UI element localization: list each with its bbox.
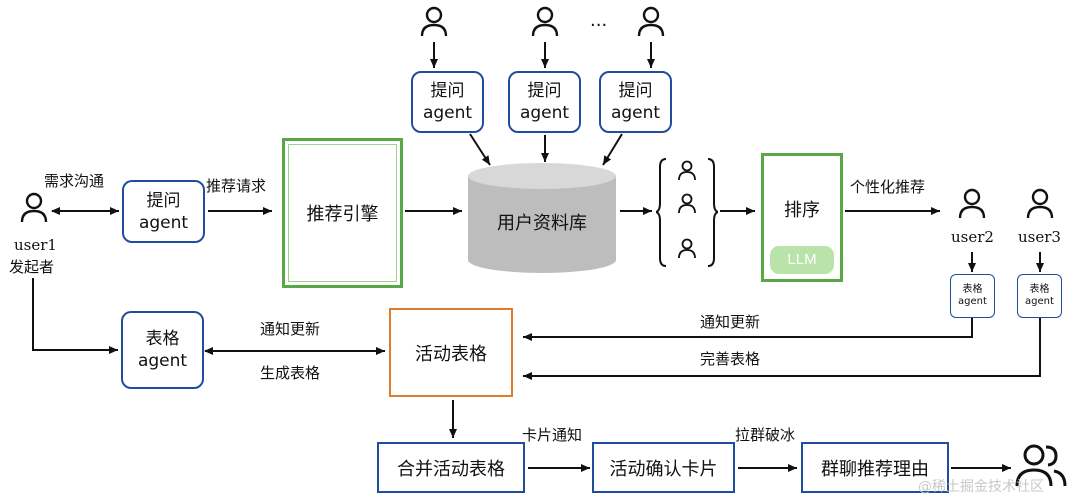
candidate-users-icon (656, 158, 718, 267)
watermark-text: @稀土掘金技术社区 (918, 479, 1044, 495)
ask-agent-left[interactable]: 提问 agent (122, 180, 205, 243)
top-user-1-person-icon (420, 6, 448, 37)
ask-agent-top-3[interactable]: 提问 agent (599, 71, 672, 133)
user2-name: user2 (951, 228, 994, 246)
table-agent-user3-label: 表格 agent (1025, 284, 1054, 307)
table-agent-user2-label: 表格 agent (958, 284, 987, 307)
recommend-engine-inner-border (288, 144, 397, 282)
user-database-cylinder (468, 163, 616, 273)
user1-role: 发起者 (9, 258, 55, 276)
merge-table-box[interactable]: 合并活动表格 (377, 442, 525, 493)
recommend-engine-label: 推荐引擎 (306, 204, 379, 225)
arrow-tableagent2-activity (523, 318, 973, 341)
table-agent-left[interactable]: 表格 agent (121, 311, 204, 389)
label-card-notify: 卡片通知 (522, 426, 583, 444)
activity-table[interactable]: 活动表格 (389, 308, 513, 397)
confirm-card-box[interactable]: 活动确认卡片 (592, 442, 735, 493)
label-notify-update-left: 通知更新 (260, 320, 321, 338)
arrow-user1-tableagent (32, 278, 118, 354)
label-pull-group: 拉群破冰 (735, 426, 796, 444)
label-rec-request: 推荐请求 (206, 177, 267, 195)
user3-name: user3 (1018, 228, 1061, 246)
table-agent-left-label: 表格 agent (137, 329, 188, 371)
user3-person-icon (1026, 188, 1054, 219)
table-agent-user3[interactable]: 表格 agent (1017, 274, 1062, 318)
arrow-ask1-db (469, 133, 491, 166)
recommend-engine[interactable]: 推荐引擎 (282, 138, 403, 288)
ask-agent-left-label: 提问 agent (138, 190, 189, 233)
confirm-card-label: 活动确认卡片 (609, 458, 718, 480)
rank-box[interactable]: 排序 LLM (761, 153, 843, 282)
top-user-2-person-icon (531, 6, 559, 37)
user2-person-icon (958, 188, 986, 219)
merge-table-label: 合并活动表格 (397, 458, 505, 480)
rank-label: 排序 (784, 199, 820, 221)
llm-badge: LLM (770, 246, 834, 274)
group-icon (1015, 444, 1067, 487)
arrow-ask3-db (602, 133, 623, 166)
ask-agent-top-1-label: 提问 agent (422, 81, 473, 123)
arrow-tableagent3-activity (523, 318, 1041, 380)
table-agent-user2[interactable]: 表格 agent (950, 274, 995, 318)
group-reason-box[interactable]: 群聊推荐理由 (801, 442, 949, 493)
ask-agent-top-3-label: 提问 agent (610, 81, 661, 123)
top-user-3-person-icon (637, 6, 665, 37)
ask-agent-top-1[interactable]: 提问 agent (411, 71, 484, 133)
label-notify-update-right: 通知更新 (700, 313, 761, 331)
label-complete-table: 完善表格 (700, 350, 761, 368)
ask-agent-top-2[interactable]: 提问 agent (508, 71, 581, 133)
activity-table-label: 活动表格 (415, 343, 487, 365)
label-gen-table: 生成表格 (260, 364, 321, 382)
ellipsis-text: ... (590, 10, 608, 31)
label-need-comm: 需求沟通 (44, 172, 105, 190)
user-database-label: 用户资料库 (497, 213, 587, 234)
group-reason-label: 群聊推荐理由 (821, 458, 929, 480)
user1-name: user1 (14, 236, 57, 254)
ask-agent-top-2-label: 提问 agent (519, 81, 570, 123)
label-personal-rec: 个性化推荐 (850, 178, 926, 196)
user1-person-icon (20, 192, 48, 223)
